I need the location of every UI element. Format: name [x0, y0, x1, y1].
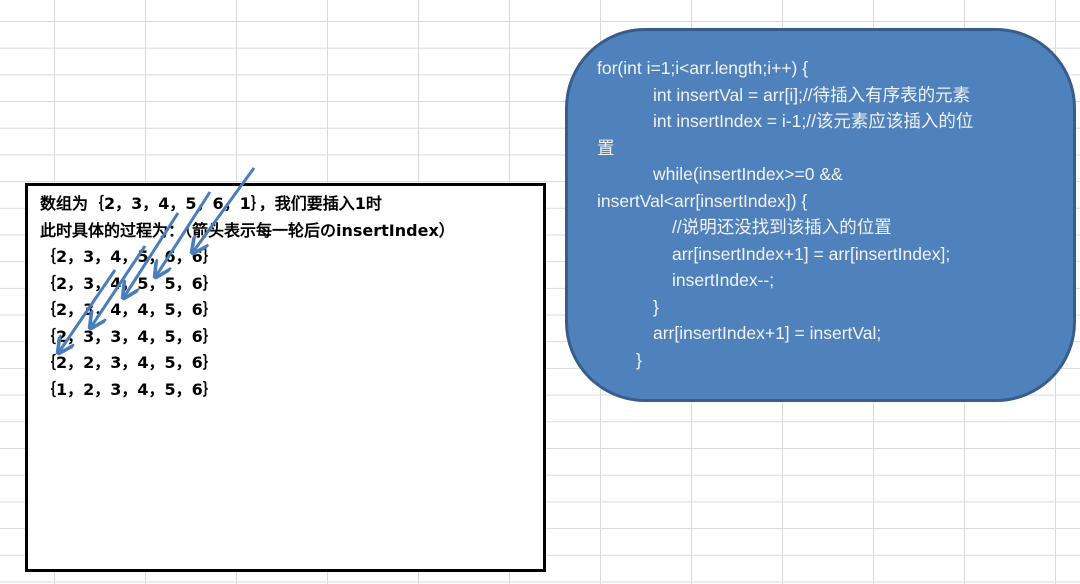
code-rounded-shape[interactable]: for(int i=1;i<arr.length;i++) { int inse… [565, 28, 1076, 402]
code-line: insertIndex--; [672, 270, 775, 290]
code-line: insertVal<arr[insertIndex]) { [597, 191, 808, 211]
array-process-textbox[interactable]: 数组为｛2，3，4，5，6，1｝，我们要插入1时 此时具体的过程为：（箭头表示每… [25, 183, 546, 572]
code-line: //说明还没找到该插入的位置 [672, 217, 892, 237]
note-line: 数组为｛2，3，4，5，6，1｝，我们要插入1时 [40, 194, 382, 213]
note-line: ｛2，2，3，4，5，6｝ [40, 353, 219, 372]
code-line: } [653, 297, 659, 317]
code-line: arr[insertIndex+1] = arr[insertIndex]; [672, 244, 951, 264]
note-line: ｛2，3，3，4，5，6｝ [40, 327, 219, 346]
code-line: int insertIndex = i-1;//该元素应该插入的位 [653, 111, 974, 131]
code-line: } [636, 350, 642, 370]
code-line: int insertVal = arr[i];//待插入有序表的元素 [653, 85, 971, 105]
code-line: for(int i=1;i<arr.length;i++) { [597, 58, 809, 78]
code-line: while(insertIndex>=0 && [653, 164, 843, 184]
note-line: ｛2，3，4，5，5，6｝ [40, 274, 219, 293]
note-line: ｛2，3，4，5，6，6｝ [40, 247, 219, 266]
code-line: arr[insertIndex+1] = insertVal; [653, 323, 882, 343]
note-line: ｛2，3，4，4，5，6｝ [40, 300, 219, 319]
note-line: ｛1，2，3，4，5，6｝ [40, 380, 219, 399]
note-line: 此时具体的过程为：（箭头表示每一轮后のinsertIndex） [40, 221, 455, 240]
code-line: 置 [597, 138, 615, 158]
